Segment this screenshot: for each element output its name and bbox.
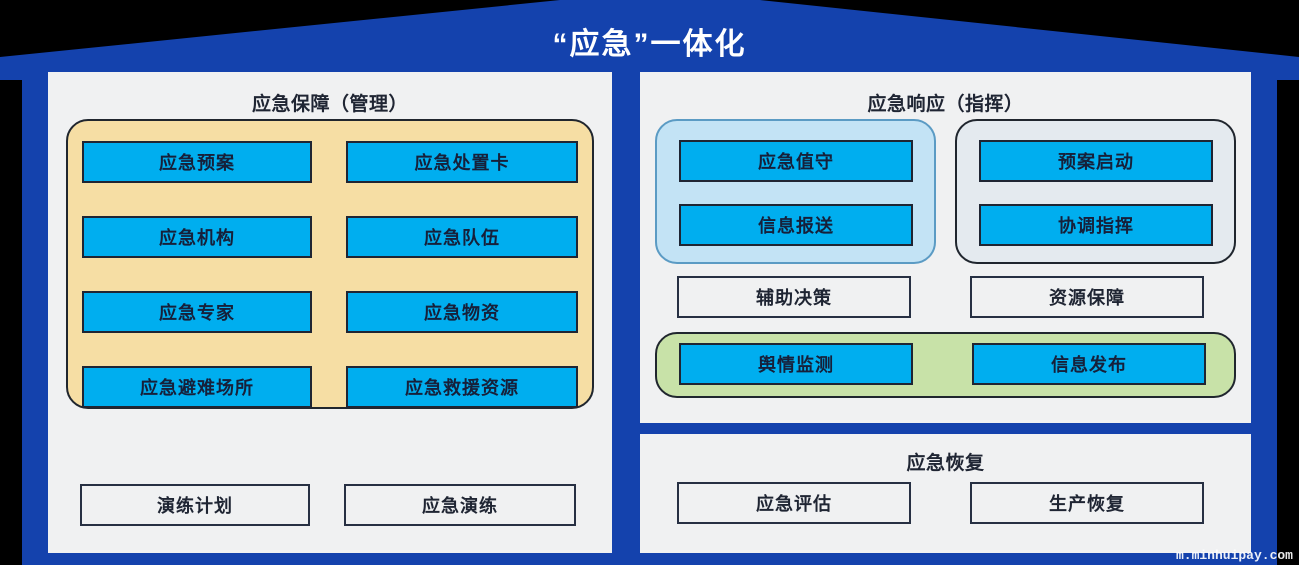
house-body: 应急保障（管理） 应急预案 应急处置卡 应急机构 应急队伍 应急专家 应急物资 … [0,72,1299,565]
box-coordinated-command[interactable]: 协调指挥 [979,204,1213,246]
group-plan-activation-and-command: 预案启动 协调指挥 [955,119,1236,264]
box-information-release[interactable]: 信息发布 [972,343,1206,385]
page-title: “应急”一体化 [552,28,747,61]
box-emergency-expert[interactable]: 应急专家 [82,291,312,333]
box-emergency-plan[interactable]: 应急预案 [82,141,312,183]
wall-left-icon [22,72,48,562]
wall-bottom-icon [22,553,1277,565]
box-drill-plan[interactable]: 演练计划 [80,484,310,526]
box-emergency-team[interactable]: 应急队伍 [346,216,578,258]
box-decision-support[interactable]: 辅助决策 [677,276,911,318]
panel-right-bottom-title: 应急恢复 [906,453,985,474]
box-emergency-assessment[interactable]: 应急评估 [677,482,911,524]
box-information-reporting[interactable]: 信息报送 [679,204,913,246]
group-duty-and-reporting: 应急值守 信息报送 [655,119,936,264]
box-production-recovery[interactable]: 生产恢复 [970,482,1204,524]
box-emergency-duty[interactable]: 应急值守 [679,140,913,182]
box-emergency-organization[interactable]: 应急机构 [82,216,312,258]
wall-right-icon [1251,72,1277,562]
box-public-opinion-monitoring[interactable]: 舆情监测 [679,343,913,385]
panel-emergency-support: 应急保障（管理） 应急预案 应急处置卡 应急机构 应急队伍 应急专家 应急物资 … [48,72,612,553]
panel-right-top-title: 应急响应（指挥） [867,94,1024,115]
group-public-opinion-and-release: 舆情监测 信息发布 [655,332,1236,398]
panel-left-title: 应急保障（管理） [251,94,408,115]
box-plan-activation[interactable]: 预案启动 [979,140,1213,182]
box-emergency-drill[interactable]: 应急演练 [344,484,576,526]
watermark: m.minhuipay.com [1175,548,1293,563]
wall-divider-horizontal-icon [612,423,1277,434]
group-emergency-resources: 应急预案 应急处置卡 应急机构 应急队伍 应急专家 应急物资 应急避难场所 应急… [66,119,594,409]
panel-emergency-response: 应急响应（指挥） 应急值守 信息报送 预案启动 协调指挥 辅助决策 资源保障 舆… [640,72,1251,423]
panel-emergency-recovery: 应急恢复 应急评估 生产恢复 [640,434,1251,553]
wall-divider-vertical-icon [612,72,640,562]
box-emergency-rescue-resources[interactable]: 应急救援资源 [346,366,578,408]
box-emergency-shelter[interactable]: 应急避难场所 [82,366,312,408]
box-emergency-disposal-card[interactable]: 应急处置卡 [346,141,578,183]
box-emergency-supplies[interactable]: 应急物资 [346,291,578,333]
box-resource-guarantee[interactable]: 资源保障 [970,276,1204,318]
